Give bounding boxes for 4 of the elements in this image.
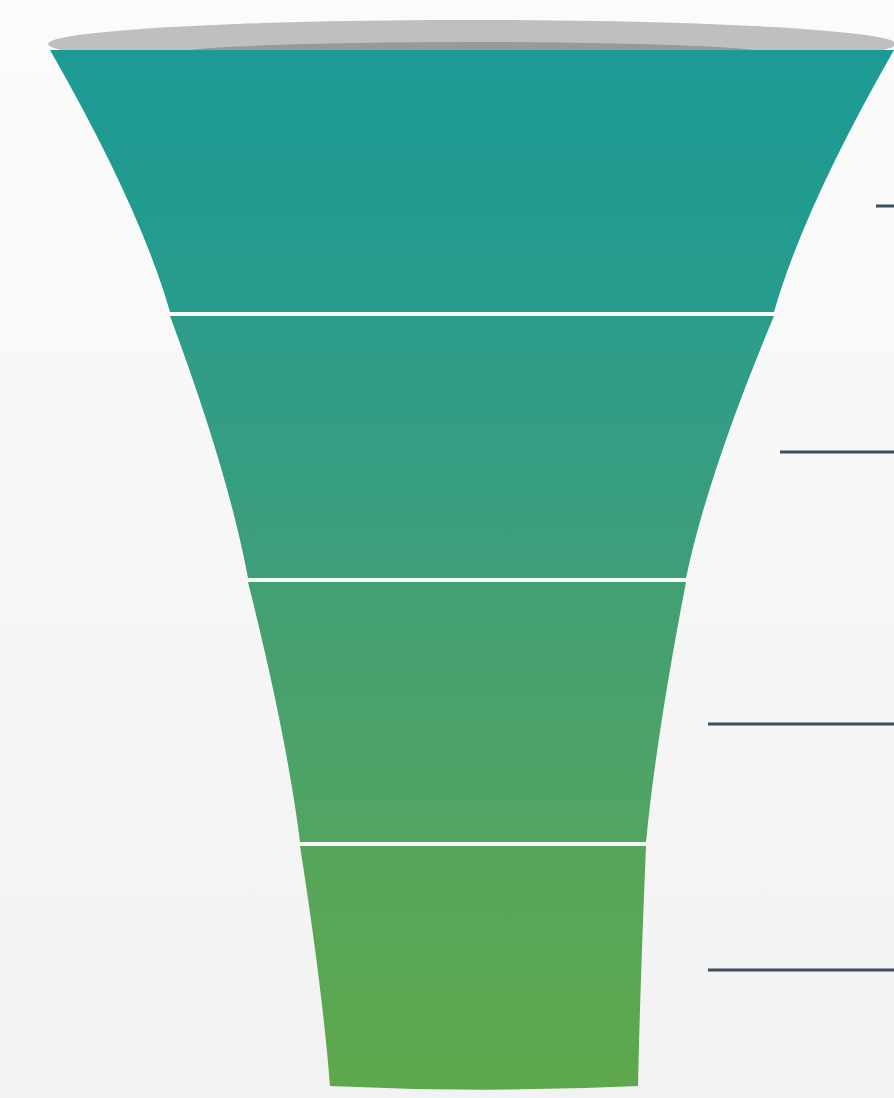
- funnel-stage: [248, 582, 686, 842]
- funnel-stage: [170, 316, 774, 578]
- funnel-stage: [300, 846, 646, 1090]
- funnel-stage: [50, 50, 894, 312]
